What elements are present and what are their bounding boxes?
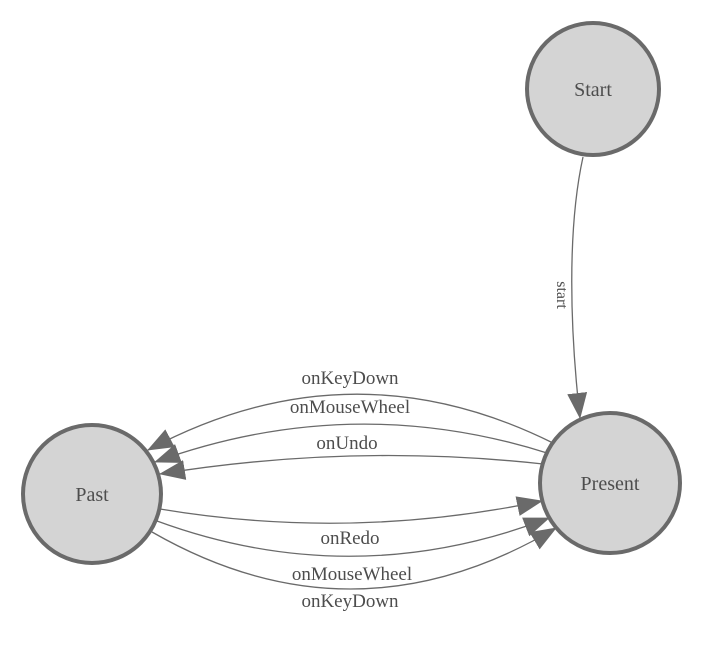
node-label-start: Start	[574, 79, 612, 101]
node-past[interactable]: Past	[21, 423, 163, 565]
edge-label-onundo: onUndo	[316, 433, 377, 454]
edge-label-onredo: onRedo	[320, 528, 379, 549]
edge-past-to-present-onredo	[159, 496, 543, 524]
node-present[interactable]: Present	[538, 411, 682, 555]
node-past-circle[interactable]	[21, 423, 163, 565]
edge-label-onkeydown-bottom: onKeyDown	[301, 591, 399, 612]
node-label-past: Past	[75, 484, 109, 506]
edge-label-onmousewheel-top: onMouseWheel	[290, 397, 410, 418]
edge-label-onmousewheel-bottom: onMouseWheel	[292, 564, 412, 585]
edge-label-onkeydown-top: onKeyDown	[301, 368, 399, 389]
node-label-present: Present	[581, 473, 640, 495]
edge-present-to-past-onmousewheel	[154, 423, 548, 463]
node-present-circle[interactable]	[538, 411, 682, 555]
edge-label-start: start	[553, 281, 570, 309]
node-start[interactable]: Start	[525, 21, 661, 157]
edge-present-to-past-onkeydown	[147, 393, 554, 451]
edge-past-to-present-onmousewheel	[156, 517, 550, 557]
edge-start-to-present	[567, 156, 588, 419]
edge-present-to-past-onundo	[159, 454, 544, 480]
edge-past-to-present-onkeydown	[151, 527, 557, 590]
node-start-circle[interactable]	[525, 21, 661, 157]
